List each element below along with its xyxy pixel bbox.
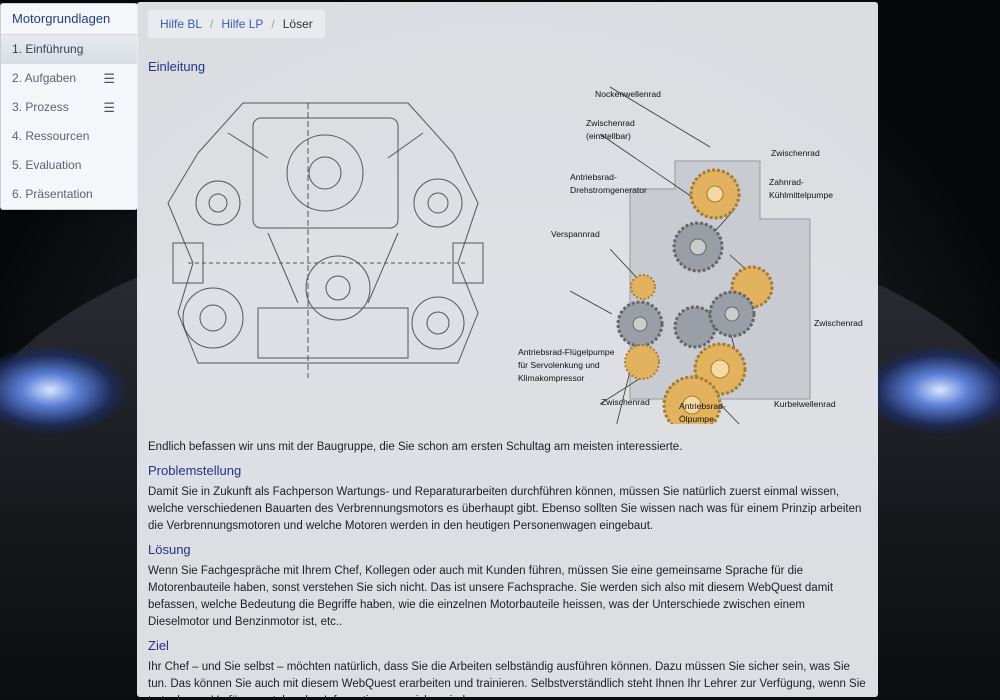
- breadcrumb-link-hilfe-lp[interactable]: Hilfe LP: [221, 17, 264, 31]
- gear-group: [616, 168, 774, 424]
- label-nockenwellenrad: Nockenwellenrad: [595, 89, 661, 99]
- label-antriebsrad-oelpumpe-sub: Ölpumpe: [679, 414, 714, 424]
- breadcrumb-current: Löser: [282, 17, 313, 31]
- sidebar-item-ressourcen[interactable]: 4. Ressourcen: [1, 122, 137, 151]
- section-heading-einleitung: Einleitung: [148, 59, 206, 74]
- sidebar-title[interactable]: Motorgrundlagen: [1, 4, 137, 35]
- section-heading-loesung: Lösung: [148, 542, 191, 557]
- left-headlight: [0, 345, 130, 435]
- label-kurbelwellenrad: Kurbelwellenrad: [774, 399, 836, 409]
- breadcrumb-link-hilfe-bl[interactable]: Hilfe BL: [160, 17, 203, 31]
- sidebar-item-aufgaben[interactable]: 2. Aufgaben ☰: [1, 64, 137, 93]
- label-zahnrad-kuehlmittelpumpe: Zahnrad-: [769, 177, 804, 187]
- ziel-text: Ihr Chef – und Sie selbst – möchten natü…: [148, 661, 866, 697]
- label-zwischenrad-einstellbar: Zwischenrad: [586, 118, 635, 128]
- label-zwischenrad-bottom: Zwischenrad: [601, 397, 650, 407]
- label-antriebsrad-oelpumpe: Antriebsrad-: [679, 401, 726, 411]
- label-antriebsrad-drehstromgenerator: Antriebsrad-: [570, 172, 617, 182]
- label-zwischenrad-right: Zwischenrad: [814, 318, 863, 328]
- label-antriebsrad-fluegelpumpe: Antriebsrad-Flügelpumpe: [518, 347, 615, 357]
- content-panel: Hilfe BL / Hilfe LP / Löser Einleitung: [137, 2, 878, 697]
- sidebar-item-label: 1. Einführung: [12, 42, 84, 56]
- hamburger-menu-icon[interactable]: ☰: [103, 100, 115, 115]
- gear-train-diagram: [569, 86, 811, 424]
- sidebar-item-prozess[interactable]: 3. Prozess ☰: [1, 93, 137, 122]
- problemstellung-text: Damit Sie in Zukunft als Fachperson Wart…: [148, 486, 862, 532]
- label-antriebsrad-fluegelpumpe-sub1: für Servolenkung und: [518, 360, 600, 370]
- sidebar-item-label: 2. Aufgaben: [12, 71, 77, 85]
- hamburger-menu-icon[interactable]: ☰: [103, 71, 115, 86]
- sidebar-item-label: 5. Evaluation: [12, 158, 82, 172]
- sidebar-item-praesentation[interactable]: 6. Präsentation: [1, 180, 137, 209]
- right-headlight: [860, 345, 1000, 435]
- main-content: Einleitung: [148, 52, 868, 697]
- einleitung-text: Endlich befassen wir uns mit der Baugrup…: [148, 441, 683, 453]
- sidebar-item-label: 4. Ressourcen: [12, 129, 90, 143]
- engine-cross-section-drawing: [167, 102, 484, 378]
- intro-figure: Einleitung: [148, 59, 868, 429]
- label-zwischenrad-top: Zwischenrad: [771, 148, 820, 158]
- sidebar-item-einfuehrung[interactable]: 1. Einführung: [1, 35, 137, 64]
- sidebar-item-evaluation[interactable]: 5. Evaluation: [1, 151, 137, 180]
- label-antriebsrad-fluegelpumpe-sub2: Klimakompressor: [518, 373, 585, 383]
- section-heading-ziel: Ziel: [148, 638, 169, 653]
- sidebar-item-label: 6. Präsentation: [12, 187, 93, 201]
- breadcrumb: Hilfe BL / Hilfe LP / Löser: [147, 9, 326, 39]
- loesung-text: Wenn Sie Fachgespräche mit Ihrem Chef, K…: [148, 565, 834, 628]
- label-verspannrad: Verspannrad: [551, 229, 600, 239]
- breadcrumb-separator: /: [210, 17, 214, 31]
- breadcrumb-separator: /: [271, 17, 275, 31]
- sidebar-item-label: 3. Prozess: [12, 100, 69, 114]
- sidebar-nav: Motorgrundlagen 1. Einführung 2. Aufgabe…: [0, 3, 138, 210]
- label-zahnrad-kuehlmittelpumpe-sub: Kühlmittelpumpe: [769, 190, 834, 200]
- section-heading-problemstellung: Problemstellung: [148, 463, 242, 478]
- label-antriebsrad-drehstromgenerator-sub: Drehstromgenerator: [570, 185, 647, 195]
- label-zwischenrad-einstellbar-sub: (einstellbar): [586, 131, 631, 141]
